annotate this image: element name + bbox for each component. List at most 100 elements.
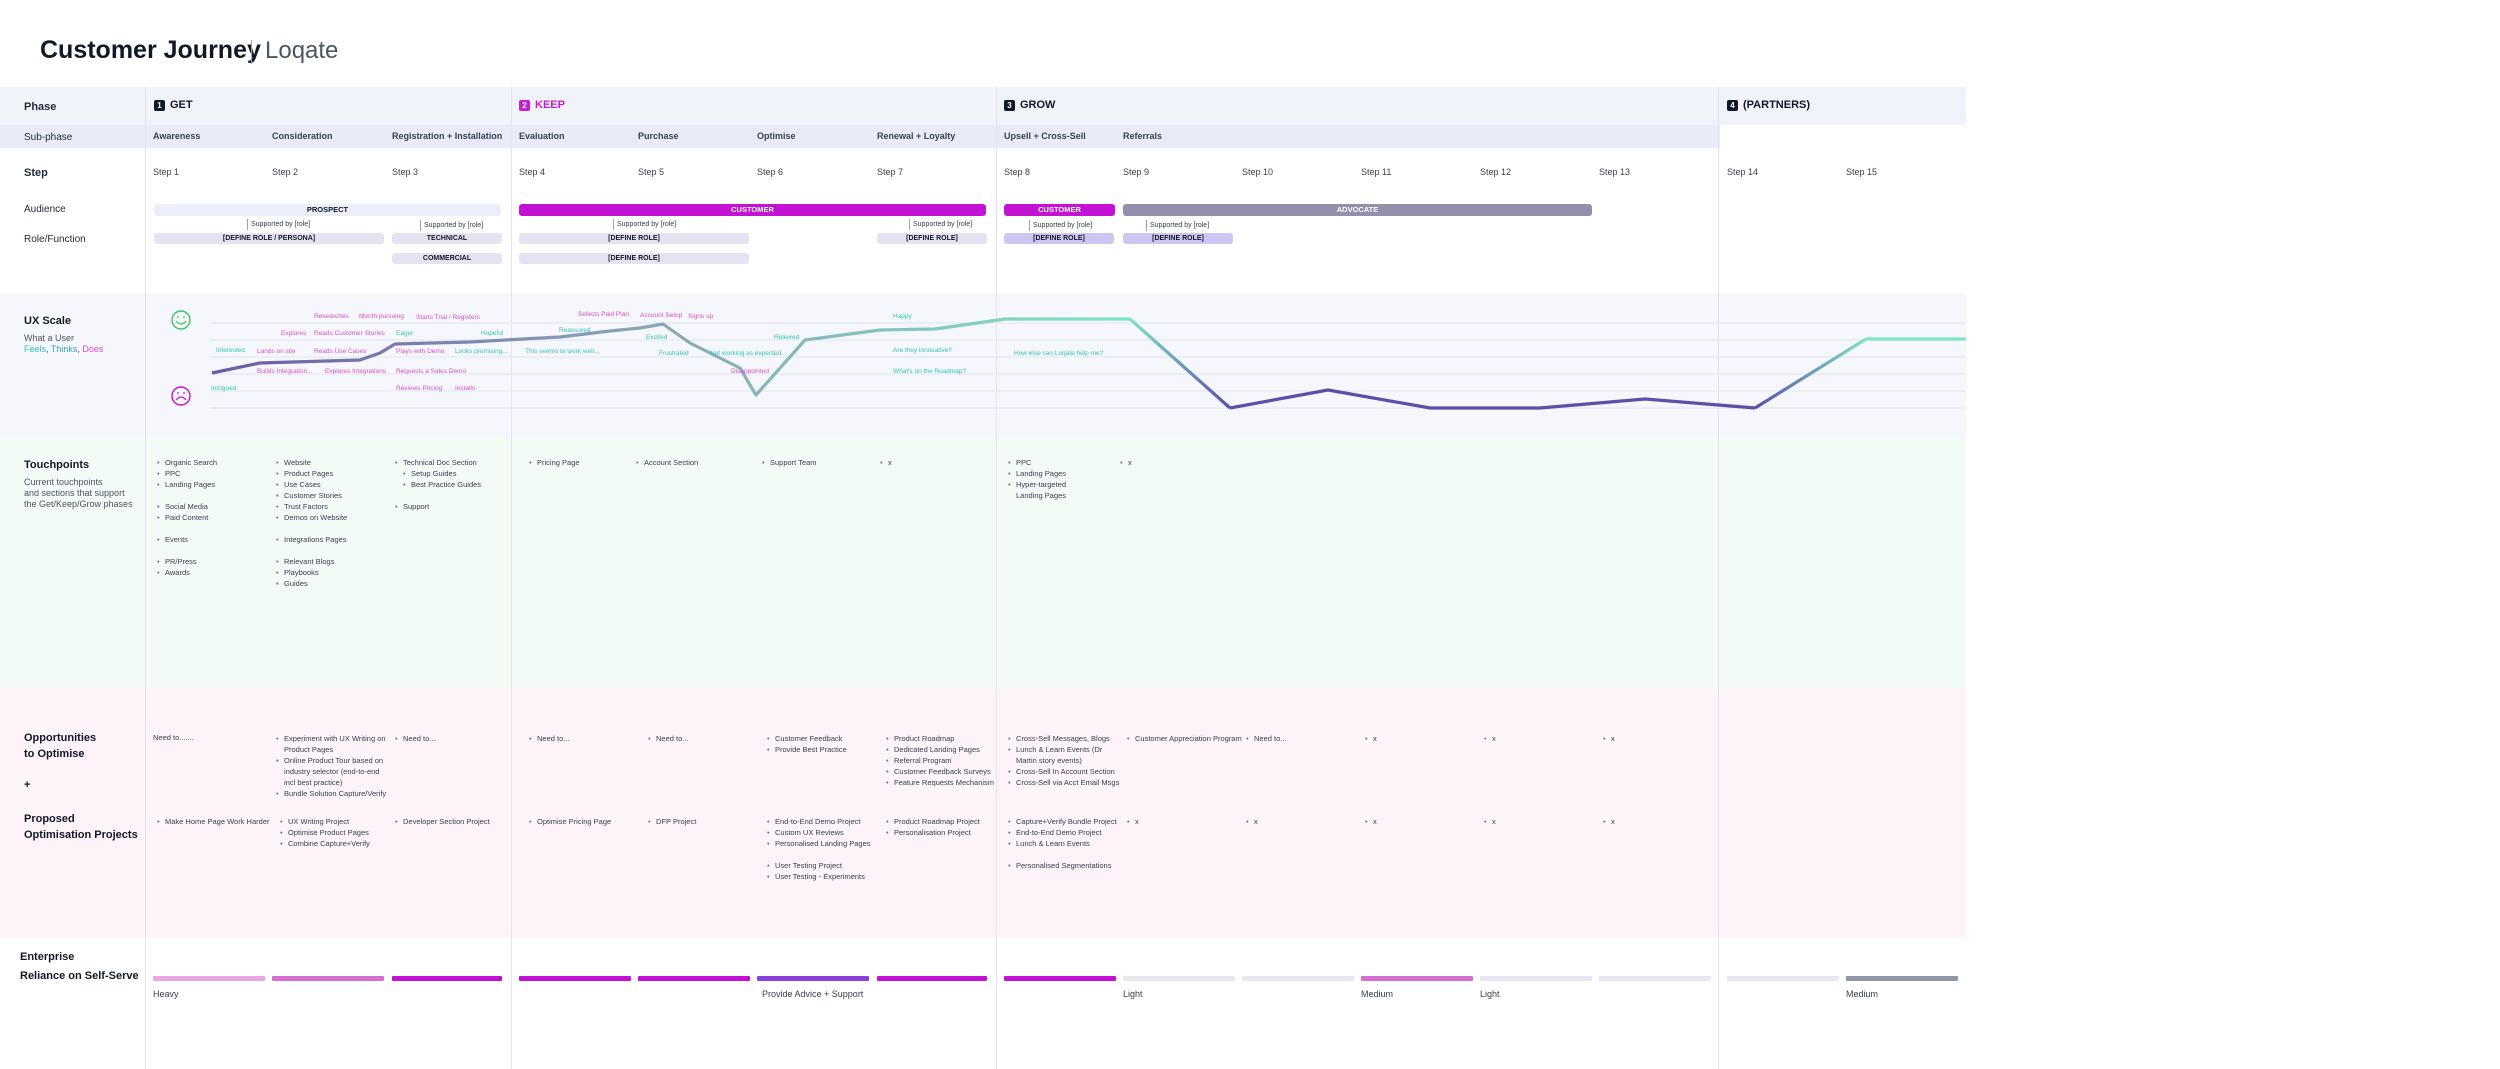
ux-journey-line	[211, 317, 1130, 397]
audience-customer: CUSTOMER	[519, 204, 986, 216]
list-item: User Testing - Experiments	[767, 871, 871, 882]
ux-annotation: Lands on site	[257, 348, 296, 355]
reliance-bar	[757, 976, 869, 981]
ux-annotation: Looks promising...	[455, 348, 508, 355]
touchpoints-registration: Technical Doc Section Setup Guides Best …	[395, 457, 481, 512]
ux-annotation: Relieved	[774, 334, 800, 341]
list-item: DFP Project	[648, 816, 696, 827]
list-item: Need to...	[648, 733, 689, 744]
ux-annotation: Selects Paid Plan	[578, 311, 629, 318]
list-item: Use Cases	[276, 479, 347, 490]
ux-annotation: This seems to work well...	[525, 348, 600, 355]
list-item: Account Section	[636, 457, 698, 468]
ux-annotation: Explores	[281, 330, 307, 337]
step-label: Step 1	[153, 167, 180, 177]
list-item: PR/Press	[157, 556, 217, 567]
opportunities-step12: x	[1484, 733, 1496, 744]
ux-gridlines	[210, 322, 1966, 409]
list-item: Customer Feedback Surveys	[886, 766, 994, 777]
projects-evaluation: Optimise Pricing Page	[529, 816, 611, 827]
list-item: Organic Search	[157, 457, 217, 468]
projects-registration: Developer Section Project	[395, 816, 490, 827]
list-item: Product Pages	[276, 468, 347, 479]
audience-advocate: ADVOCATE	[1123, 204, 1592, 216]
ux-annotation: Reviews Pricing	[396, 385, 443, 392]
list-item: Online Product Tour based on	[276, 755, 386, 766]
touchpoints-upsell: PPC Landing Pages Hyper-targeted Landing…	[1008, 457, 1066, 501]
list-item: Cross-Sell Messages, Blogs	[1008, 733, 1119, 744]
opportunities-optimise: Customer Feedback Provide Best Practice	[767, 733, 847, 755]
ux-annotation: Hopeful	[481, 330, 504, 337]
list-item: Support	[395, 501, 481, 512]
list-item: Cross-Sell via Acct Email Msgs	[1008, 777, 1119, 788]
list-item: Dedicated Landing Pages	[886, 744, 994, 755]
opportunities-consideration: Experiment with UX Writing on Product Pa…	[276, 733, 386, 799]
subphase-band	[0, 125, 1966, 148]
list-item: x	[1603, 733, 1615, 744]
step-label: Step 11	[1361, 167, 1392, 177]
subphase-optimise: Optimise	[757, 131, 796, 141]
list-item: Product Roadmap	[886, 733, 994, 744]
enterprise-label: Enterprise	[20, 951, 75, 963]
opportunities-step11: x	[1365, 733, 1377, 744]
title-divider	[251, 40, 252, 64]
projects-step13: x	[1603, 816, 1615, 827]
list-item: Trust Factors	[276, 501, 347, 512]
list-item: End-to-End Demo Project	[767, 816, 871, 827]
reliance-label: Medium	[1361, 989, 1394, 999]
step-label: Step 7	[877, 167, 904, 177]
list-item: Need to...	[395, 733, 436, 744]
ux-annotation: How else can Loqate help me?	[1014, 350, 1104, 357]
ux-annotation: Builds Integration...	[257, 368, 313, 375]
list-item: PPC	[157, 468, 217, 479]
ux-annotation: Interested	[216, 347, 245, 354]
audience-customer: CUSTOMER	[1004, 204, 1115, 216]
role-define-persona: [DEFINE ROLE / PERSONA]	[154, 233, 384, 244]
list-item: Custom UX Reviews	[767, 827, 871, 838]
role-technical: TECHNICAL	[392, 233, 502, 244]
ux-scale-chart	[171, 310, 1966, 410]
ux-annotation: Month pursuing	[359, 313, 404, 320]
opportunities-step10: Need to...	[1246, 733, 1287, 744]
list-item: x	[1246, 816, 1258, 827]
ux-annotation: Account Setup	[640, 312, 683, 319]
plus-sign: +	[24, 779, 31, 791]
touchpoints-renewal: x	[880, 457, 892, 468]
column-divider	[145, 87, 146, 1069]
step-label: Step 2	[272, 167, 299, 177]
step-label: Step 14	[1727, 167, 1759, 177]
phase-band	[0, 87, 1966, 125]
opportunities-renewal: Product Roadmap Dedicated Landing Pages …	[886, 733, 994, 788]
opportunities-referrals: Customer Appreciation Program	[1127, 733, 1242, 744]
projects-awareness: Make Home Page Work Harder	[157, 816, 269, 827]
ux-annotation: Requests a Sales Demo	[396, 368, 467, 375]
subphase-renewal: Renewal + Loyalty	[877, 131, 956, 141]
reliance-bar	[1846, 976, 1958, 981]
role-commercial: COMMERCIAL	[392, 253, 502, 264]
list-item: Setup Guides	[395, 468, 481, 479]
list-item: Customer Appreciation Program	[1127, 733, 1242, 744]
step-label: Step 8	[1004, 167, 1031, 177]
list-item: Website	[276, 457, 347, 468]
list-item: industry selector (end-to-end	[284, 767, 380, 776]
list-item: Paid Content	[157, 512, 217, 523]
opportunity-awareness: Need to.......	[153, 733, 194, 742]
subphase-awareness: Awareness	[153, 131, 201, 141]
step-label: Step 15	[1846, 167, 1878, 177]
opportunities-evaluation: Need to...	[529, 733, 570, 744]
list-item: UX Writing Project	[280, 816, 370, 827]
reliance-label: Light	[1123, 989, 1143, 999]
list-item: Technical Doc Section	[395, 457, 481, 468]
list-item: Customer Feedback	[767, 733, 847, 744]
list-item: Events	[157, 534, 217, 545]
ux-annotation: Excited	[646, 334, 668, 341]
row-label-phase: Phase	[24, 101, 57, 113]
role-define-role: [DEFINE ROLE]	[1123, 233, 1233, 244]
step-label: Step 13	[1599, 167, 1631, 177]
touchpoints-desc: Current touchpoints and sections that su…	[24, 477, 133, 509]
reliance-bar	[1361, 976, 1473, 981]
page-title: Customer Journey	[40, 36, 261, 64]
